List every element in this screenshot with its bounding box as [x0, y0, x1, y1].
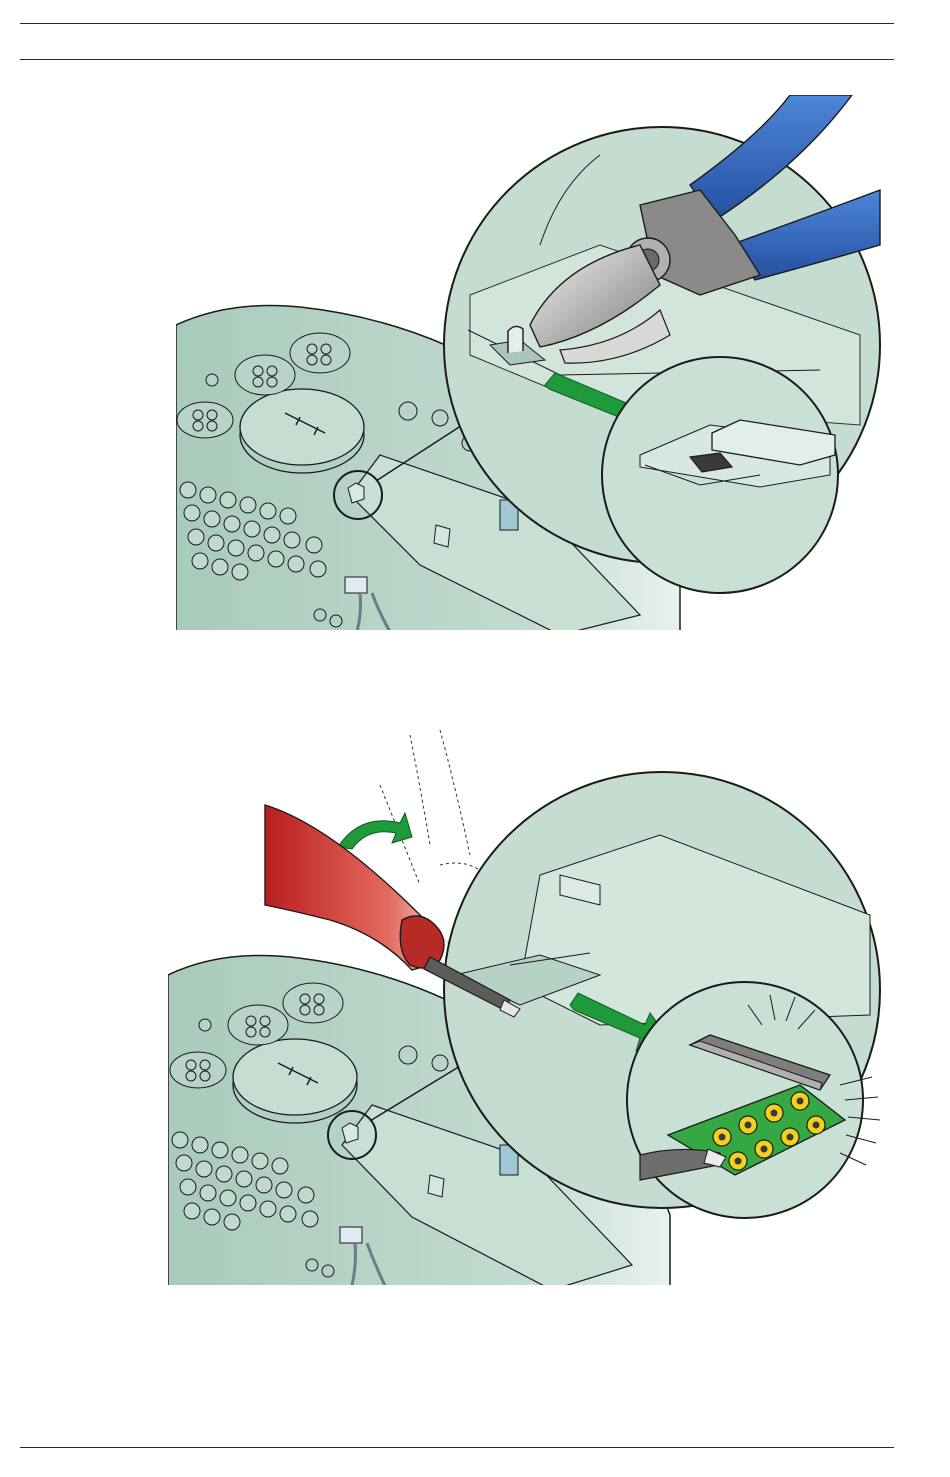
figure-2-illustration	[0, 725, 950, 1290]
curved-arrow-icon	[338, 813, 412, 849]
footer-rule	[20, 1447, 894, 1448]
clip-icon	[508, 326, 523, 353]
header-rule-top	[20, 23, 894, 24]
header-rule-bottom	[20, 59, 894, 60]
figure-1-cut-clip	[0, 95, 950, 635]
zoom-circle-small	[627, 982, 863, 1218]
zoom-circle-small	[602, 357, 838, 593]
figure-1-illustration	[0, 95, 950, 635]
figure-2-pry-jumper	[0, 725, 950, 1290]
